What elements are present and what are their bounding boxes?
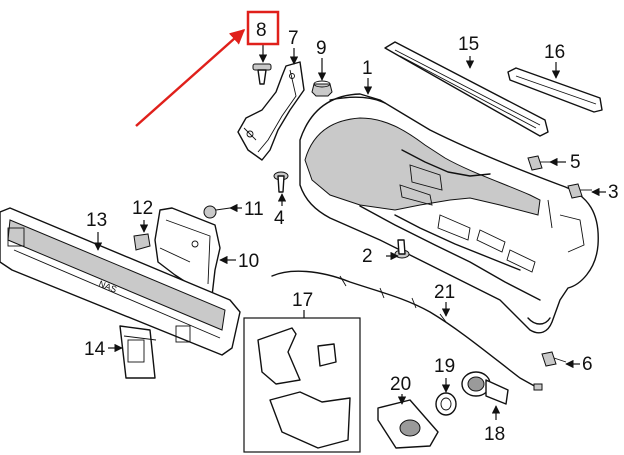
callout-19: 19 bbox=[434, 356, 455, 377]
callout-6: 6 bbox=[582, 354, 593, 375]
callout-14: 14 bbox=[84, 339, 106, 360]
highlight-arrow bbox=[135, 29, 246, 127]
callout-16: 16 bbox=[544, 42, 565, 63]
screw-5 bbox=[527, 155, 550, 171]
callout-20: 20 bbox=[390, 374, 411, 395]
callout-13: 13 bbox=[86, 210, 107, 231]
callout-21: 21 bbox=[434, 282, 455, 303]
callout-9: 9 bbox=[316, 38, 327, 59]
callout-18: 18 bbox=[484, 424, 505, 445]
callout-15: 15 bbox=[458, 34, 479, 55]
push-pin-clip-8 bbox=[252, 63, 272, 85]
reflector-strip bbox=[507, 67, 603, 113]
retainer-clip-9 bbox=[311, 80, 333, 97]
callout-4: 4 bbox=[274, 208, 285, 229]
screw-11 bbox=[203, 205, 231, 219]
sensor-bracket-14 bbox=[119, 325, 157, 379]
mudflap-kit bbox=[243, 317, 361, 453]
callout-2: 2 bbox=[362, 246, 373, 267]
sensor-ring-19 bbox=[435, 392, 457, 416]
step-pad-strip bbox=[384, 41, 549, 137]
callout-7: 7 bbox=[288, 28, 299, 49]
callout-3: 3 bbox=[608, 182, 619, 203]
parking-sensor-18 bbox=[461, 371, 509, 405]
bumper-cover bbox=[299, 93, 599, 334]
callout-5: 5 bbox=[570, 152, 581, 173]
callout-12: 12 bbox=[132, 198, 153, 219]
highlight-annotation bbox=[135, 10, 280, 127]
highlight-box bbox=[246, 10, 280, 46]
leader-lines bbox=[93, 44, 606, 420]
callout-labels: 1 2 3 4 5 6 7 8 9 10 11 12 13 14 15 16 1… bbox=[84, 20, 619, 445]
callout-11: 11 bbox=[244, 199, 264, 220]
sensor-holder-20 bbox=[377, 399, 439, 449]
reinforcement-beam: NAS bbox=[0, 207, 241, 356]
callout-1: 1 bbox=[362, 58, 373, 79]
screw-3 bbox=[567, 183, 592, 199]
callout-10: 10 bbox=[238, 251, 259, 272]
callout-8: 8 bbox=[256, 20, 267, 41]
screw-6 bbox=[541, 351, 567, 367]
sensor-harness bbox=[271, 270, 543, 391]
side-bracket bbox=[237, 61, 305, 161]
callout-17: 17 bbox=[292, 290, 313, 311]
retainer-clip-12 bbox=[133, 233, 151, 251]
push-pin-clip-4 bbox=[273, 171, 289, 193]
